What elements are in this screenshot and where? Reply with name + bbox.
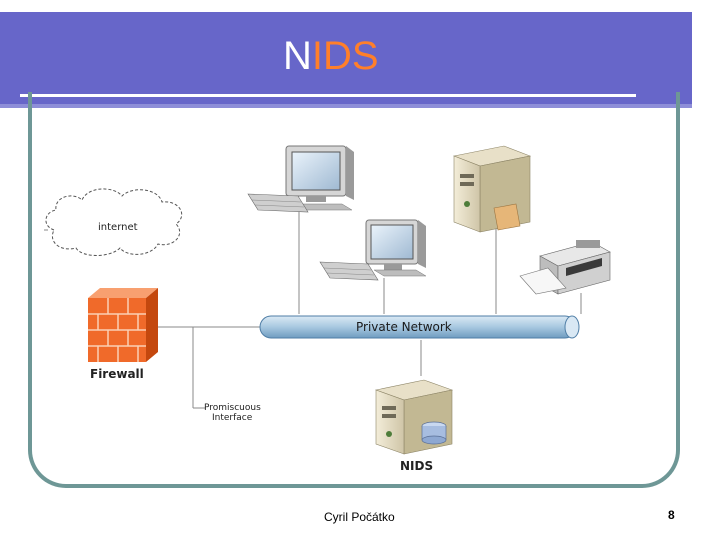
footer-author: Cyril Počátko bbox=[324, 510, 395, 524]
server-icon bbox=[452, 145, 532, 233]
internet-label: internet bbox=[98, 222, 138, 233]
interface-label-line1: Promiscuous bbox=[204, 403, 261, 413]
workstation-icon bbox=[319, 219, 427, 281]
header-shadow bbox=[0, 104, 692, 108]
page-number: 8 bbox=[668, 508, 675, 522]
network-diagram-svg: internet Firewall bbox=[44, 145, 611, 473]
firewall-label: Firewall bbox=[90, 367, 144, 381]
interface-label-line2: Interface bbox=[212, 413, 253, 423]
connection-lines bbox=[44, 208, 582, 409]
content-frame bbox=[28, 92, 680, 488]
header-band bbox=[0, 12, 692, 104]
firewall-icon bbox=[88, 288, 158, 362]
network-label: Private Network bbox=[356, 320, 452, 334]
title-rule bbox=[20, 94, 636, 97]
title-prefix: N bbox=[283, 34, 312, 78]
slide-title: NIDS bbox=[283, 34, 379, 78]
title-accent: IDS bbox=[311, 34, 379, 78]
private-network-bus bbox=[259, 315, 580, 339]
network-diagram: internet Firewall bbox=[36, 108, 626, 478]
workstation-icon bbox=[247, 145, 354, 213]
printer-icon bbox=[519, 240, 611, 295]
nids-label: NIDS bbox=[400, 459, 433, 473]
nids-server-icon bbox=[374, 379, 454, 455]
cloud-icon bbox=[45, 188, 183, 256]
